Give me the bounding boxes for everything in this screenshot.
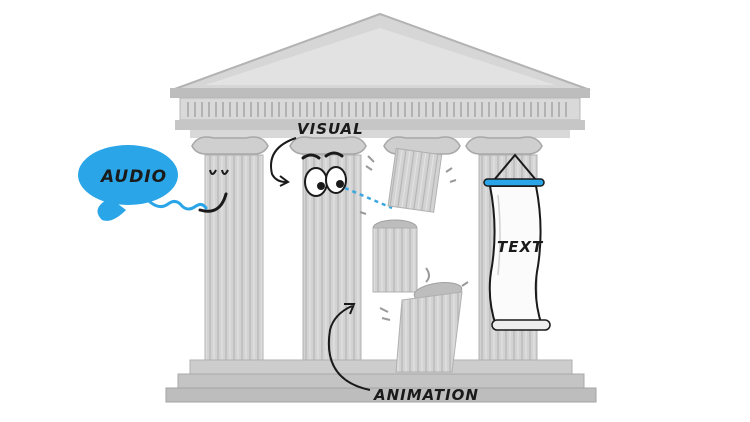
animation-label: ANIMATION xyxy=(373,386,479,404)
frieze-dentils xyxy=(187,102,567,117)
temple-base xyxy=(165,359,597,403)
audio-label: AUDIO xyxy=(99,167,167,187)
visual-label: VISUAL xyxy=(297,120,364,138)
temple-roof xyxy=(170,12,591,138)
text-label: TEXT xyxy=(497,238,544,256)
column-animation xyxy=(359,136,469,373)
scroll-icon xyxy=(483,153,551,331)
eyes-icon xyxy=(301,151,393,210)
falling-column-icon xyxy=(372,219,463,373)
column-audio xyxy=(191,136,269,361)
speech-bubble-icon xyxy=(78,145,208,221)
animation-arrow xyxy=(327,303,371,391)
visual-arrow xyxy=(270,137,297,187)
